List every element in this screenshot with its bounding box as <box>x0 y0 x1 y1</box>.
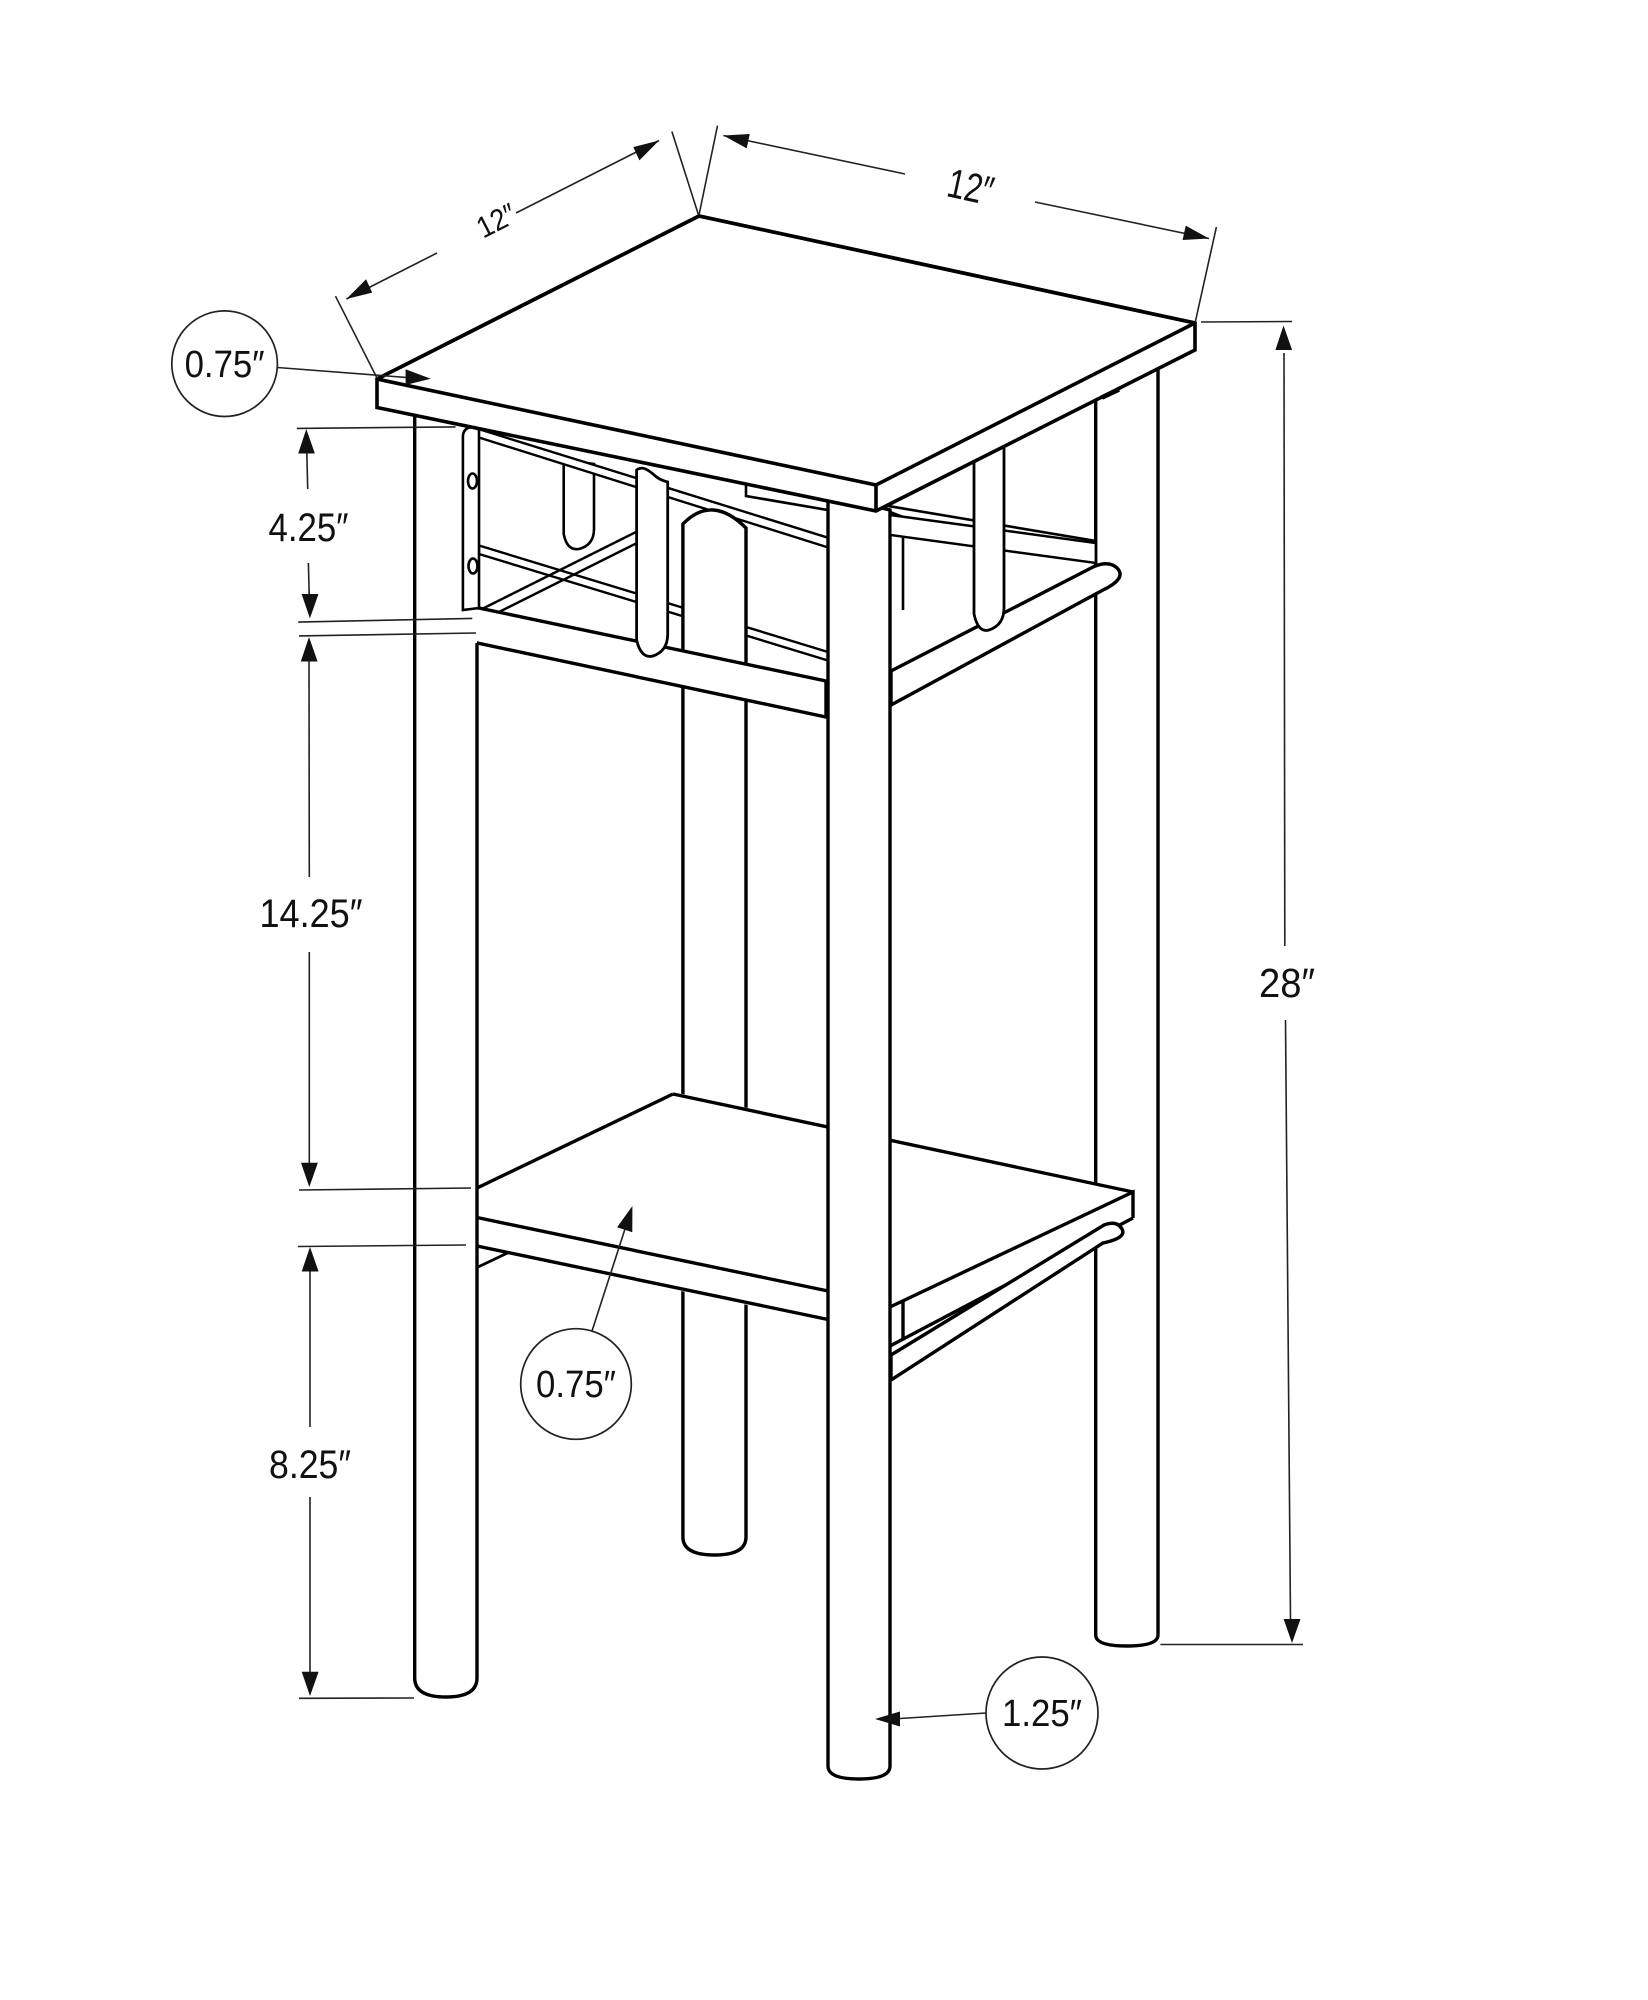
svg-text:1.25″: 1.25″ <box>1002 1693 1082 1735</box>
svg-text:8.25″: 8.25″ <box>269 1443 351 1487</box>
svg-text:0.75″: 0.75″ <box>536 1364 616 1406</box>
svg-text:0.75″: 0.75″ <box>185 344 265 386</box>
svg-text:4.25″: 4.25″ <box>269 506 349 550</box>
svg-text:12″: 12″ <box>943 160 998 215</box>
svg-text:28″: 28″ <box>1259 960 1315 1006</box>
svg-text:14.25″: 14.25″ <box>260 892 363 936</box>
